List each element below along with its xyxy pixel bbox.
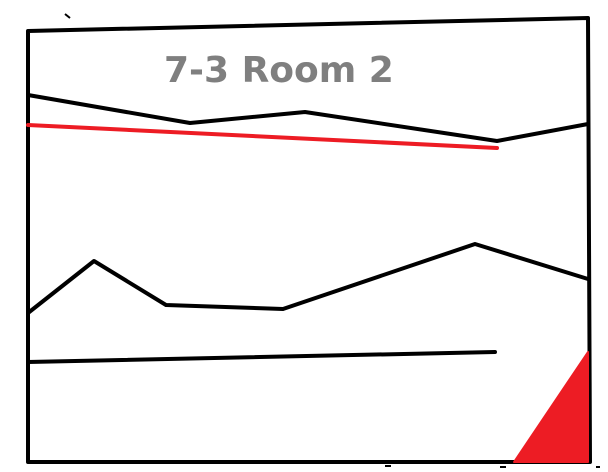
laser-hazard-line <box>26 123 499 150</box>
stray-mark <box>64 13 71 19</box>
room-title: 7-3 Room 2 <box>164 50 394 91</box>
spike-hazard <box>513 351 589 463</box>
floor-tick-marks <box>385 465 600 468</box>
room-boundary <box>26 16 592 464</box>
terrain-wall <box>26 242 589 315</box>
ceiling-wall <box>27 93 589 143</box>
floor-platform <box>26 350 497 364</box>
